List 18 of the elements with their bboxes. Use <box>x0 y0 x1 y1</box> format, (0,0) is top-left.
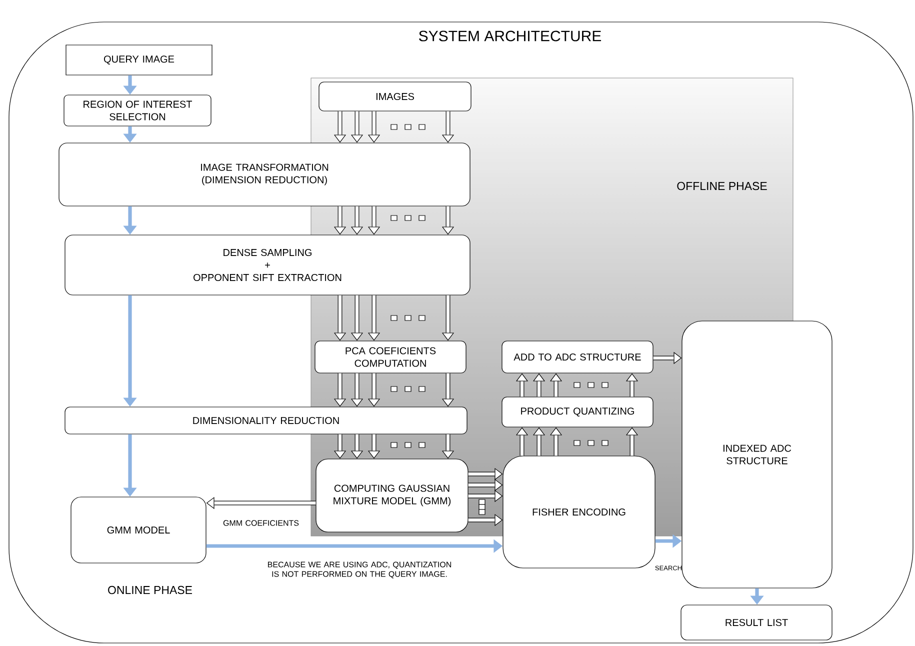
process-box: IMAGES <box>318 82 472 112</box>
process-box: INDEXED ADC STRUCTURE <box>682 320 832 588</box>
process-box: QUERY IMAGE <box>66 44 212 76</box>
process-box: PCA COEFICIENTS COMPUTATION <box>314 340 466 374</box>
edge-label: GMM COEFICIENTS <box>223 520 299 526</box>
process-box: FISHER ENCODING <box>502 456 656 568</box>
process-box: RESULT LIST <box>680 604 832 640</box>
process-box: GMM MODEL <box>70 496 206 564</box>
process-box: DENSE SAMPLING + OPPONENT SIFT EXTRACTION <box>64 234 470 296</box>
process-box: IMAGE TRANSFORMATION (DIMENSION REDUCTION) <box>58 142 470 206</box>
process-box: COMPUTING GAUSSIAN MIXTURE MODEL (GMM) <box>316 458 468 532</box>
edge-label: BECAUSE WE ARE USING ADC, QUANTIZATION IS NOT PERFORMED ON THE QUERY IMAGE. <box>268 562 452 578</box>
phase-label: ONLINE PHASE <box>108 586 192 594</box>
process-box: REGION OF INTEREST SELECTION <box>64 94 212 126</box>
diagram-title: SYSTEM ARCHITECTURE <box>419 30 602 42</box>
process-box: DIMENSIONALITY REDUCTION <box>64 406 468 434</box>
process-box: PRODUCT QUANTIZING <box>502 396 654 428</box>
process-box: ADD TO ADC STRUCTURE <box>502 340 654 374</box>
